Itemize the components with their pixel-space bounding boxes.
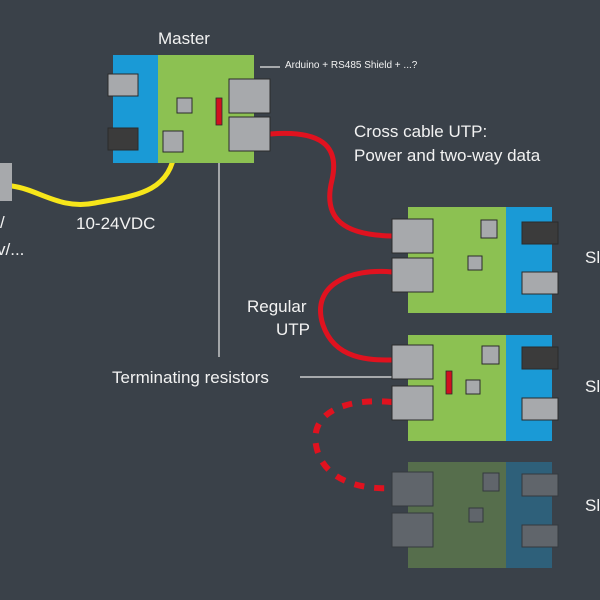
slave3-green-board bbox=[408, 462, 506, 568]
slave2-chip-top bbox=[481, 345, 500, 365]
master-board bbox=[107, 55, 271, 163]
master-chip-small bbox=[176, 97, 193, 114]
slave-label-2-partial: Sl bbox=[585, 377, 600, 396]
master-blue-connector-top bbox=[107, 73, 139, 97]
slave-board-3-faded bbox=[391, 462, 559, 568]
slave1-blue-connector-bottom bbox=[521, 271, 559, 295]
regular-cable bbox=[318, 268, 395, 363]
master-label: Master bbox=[158, 29, 210, 48]
slave3-chip-small bbox=[468, 507, 484, 523]
slave3-blue-board bbox=[500, 462, 552, 568]
slave2-rj45-top bbox=[391, 344, 434, 380]
slave2-rj45-bottom bbox=[391, 385, 434, 421]
future-cable bbox=[312, 398, 393, 492]
slave1-rj45-bottom bbox=[391, 257, 434, 293]
slave-label-3-partial: Sl bbox=[585, 496, 600, 515]
slave3-chip-top bbox=[482, 472, 500, 492]
master-rj45-top bbox=[228, 78, 271, 114]
left-partial-label-1: / bbox=[0, 213, 5, 232]
slave3-rj45-bottom bbox=[391, 512, 434, 548]
slave-board-2 bbox=[391, 335, 559, 441]
slave-board-1 bbox=[391, 207, 559, 313]
master-terminating-resistor bbox=[215, 97, 223, 126]
cross-cable-label-line2: Power and two-way data bbox=[354, 146, 541, 165]
slave3-blue-connector-bottom bbox=[521, 524, 559, 548]
master-power-jack bbox=[162, 130, 184, 153]
power-plug bbox=[0, 163, 12, 201]
slave2-blue-connector-bottom bbox=[521, 397, 559, 421]
regular-utp-label-line2: UTP bbox=[276, 320, 310, 339]
slave2-chip-small bbox=[465, 379, 481, 395]
master-blue-connector-bottom bbox=[107, 127, 139, 151]
regular-utp-label-line1: Regular bbox=[247, 297, 307, 316]
voltage-label: 10-24VDC bbox=[76, 214, 156, 233]
cables bbox=[9, 130, 395, 492]
cross-cable-label-line1: Cross cable UTP: bbox=[354, 122, 488, 141]
slave1-blue-connector-top bbox=[521, 221, 559, 245]
terminating-resistors-label: Terminating resistors bbox=[112, 368, 269, 387]
slave3-rj45-top bbox=[391, 471, 434, 507]
slave3-blue-connector-top bbox=[521, 473, 559, 497]
power-cable bbox=[9, 147, 178, 207]
slave1-chip-top bbox=[480, 219, 498, 239]
master-rj45-bottom bbox=[228, 116, 271, 152]
slave1-chip-small bbox=[467, 255, 483, 271]
arduino-note-label: Arduino + RS485 Shield + ...? bbox=[285, 60, 418, 71]
left-partial-label-2: v/... bbox=[0, 240, 25, 259]
slave1-rj45-top bbox=[391, 218, 434, 254]
slave-label-1-partial: Sl bbox=[585, 248, 600, 267]
slave2-blue-connector-top bbox=[521, 346, 559, 370]
slave2-terminating-resistor bbox=[445, 370, 453, 395]
cross-cable bbox=[267, 130, 395, 239]
